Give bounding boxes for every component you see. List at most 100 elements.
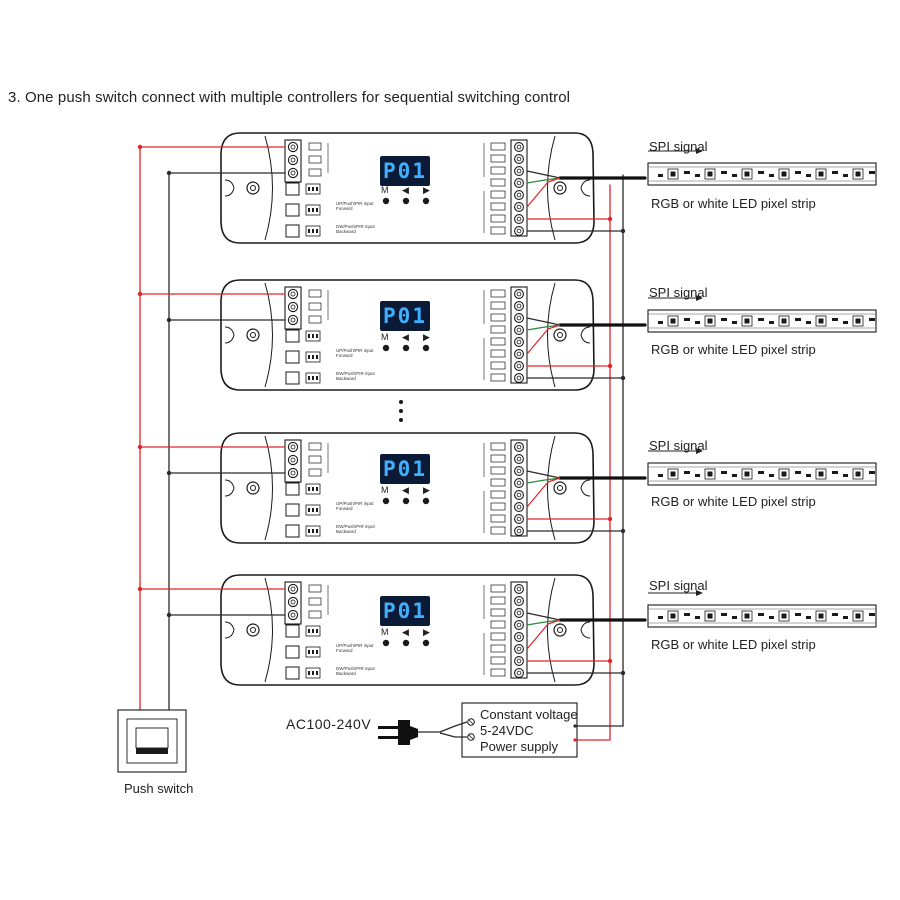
controller-4-display: P01 xyxy=(380,596,430,626)
control-button xyxy=(422,497,430,505)
smd-part xyxy=(806,474,811,477)
terminal-screw-inner xyxy=(516,646,522,652)
rj-port xyxy=(285,624,300,638)
rj-port xyxy=(285,350,300,364)
smd-part xyxy=(658,174,663,177)
led-chip-core xyxy=(744,471,750,477)
led-chip-core xyxy=(670,318,676,324)
terminal-screw-inner xyxy=(516,516,522,522)
smd-part xyxy=(758,613,764,616)
display-readout: P01 xyxy=(383,159,427,183)
terminal-tag xyxy=(490,190,506,199)
terminal-tag xyxy=(490,620,506,629)
smd-part xyxy=(795,613,801,616)
terminal-tag xyxy=(490,313,506,322)
terminal-tag xyxy=(490,502,506,511)
led-chip-core xyxy=(670,613,676,619)
smd-part xyxy=(658,321,663,324)
data-wire-red xyxy=(526,324,561,355)
control-button xyxy=(422,197,430,205)
smd-part xyxy=(843,174,848,177)
pin xyxy=(308,508,310,512)
smd-part xyxy=(721,318,727,321)
pin xyxy=(312,187,314,191)
push-switch-label: Push switch xyxy=(124,781,194,796)
led-chip-core xyxy=(818,613,824,619)
controller-3 xyxy=(220,432,877,544)
pin xyxy=(308,334,310,338)
pin xyxy=(316,671,318,675)
screw-slot xyxy=(468,734,474,740)
smd-part xyxy=(769,474,774,477)
black-junction xyxy=(166,612,172,618)
pin xyxy=(308,529,310,533)
black-junction xyxy=(620,670,626,676)
spi-arrow-head xyxy=(696,590,703,596)
led-chip-core xyxy=(707,171,713,177)
diagram-title: 3. One push switch connect with multiple… xyxy=(8,89,571,106)
smd-part xyxy=(769,616,774,619)
terminal-tag xyxy=(490,289,506,298)
smd-part xyxy=(806,174,811,177)
smd-part xyxy=(684,471,690,474)
controller-1-backward-label: DW/Push/PIR input Backward xyxy=(336,224,375,234)
pin xyxy=(316,508,318,512)
terminal-screw-inner xyxy=(290,291,296,297)
terminal-screw-inner xyxy=(516,351,522,357)
red-junction xyxy=(137,586,143,592)
rj-port xyxy=(285,182,300,196)
terminal-tag xyxy=(490,178,506,187)
terminal-tag xyxy=(490,349,506,358)
smd-part xyxy=(843,616,848,619)
pin xyxy=(308,629,310,633)
data-wire-green xyxy=(526,477,561,484)
control-button xyxy=(382,197,390,205)
display-readout: P01 xyxy=(383,599,427,623)
terminal-screw-inner xyxy=(516,468,522,474)
spi-arrow-head xyxy=(696,148,703,154)
controller-1-display: P01 xyxy=(380,156,430,186)
terminal-screw-inner xyxy=(290,586,296,592)
mount-hole-inner xyxy=(557,332,563,338)
red-junction xyxy=(607,516,613,522)
red-junction xyxy=(607,363,613,369)
terminal-tag xyxy=(308,142,322,151)
control-button xyxy=(402,497,410,505)
pin xyxy=(316,376,318,380)
housing-curve-right xyxy=(547,577,556,683)
pin xyxy=(312,671,314,675)
pin xyxy=(312,650,314,654)
controller-4-forward-label: UP/Push/PIR input Forward xyxy=(336,643,374,653)
terminal-tag xyxy=(490,373,506,382)
smd-part xyxy=(769,321,774,324)
terminal-tag xyxy=(490,202,506,211)
pin xyxy=(312,355,314,359)
smd-part xyxy=(732,321,737,324)
push-switch-button xyxy=(135,727,169,749)
terminal-tag xyxy=(308,289,322,298)
pin xyxy=(312,208,314,212)
spi-arrow-head xyxy=(696,448,703,454)
data-wire-black xyxy=(526,170,561,179)
black-junction xyxy=(620,528,626,534)
terminal-screw-inner xyxy=(516,363,522,369)
smd-part xyxy=(843,474,848,477)
controller-3-backward-label: DW/Push/PIR input Backward xyxy=(336,524,375,534)
pin xyxy=(312,334,314,338)
terminal-tag xyxy=(308,468,322,477)
data-wire-black xyxy=(526,317,561,326)
terminal-screw-inner xyxy=(516,670,522,676)
pin xyxy=(308,376,310,380)
ac-cord-1 xyxy=(418,721,468,733)
terminal-tag xyxy=(490,166,506,175)
continuation-dot xyxy=(399,418,403,422)
terminal-screw-inner xyxy=(516,658,522,664)
rj-port xyxy=(285,645,300,659)
pin xyxy=(316,229,318,233)
terminal-screw-inner xyxy=(516,327,522,333)
side-notch xyxy=(580,479,591,497)
controller-2-display: P01 xyxy=(380,301,430,331)
terminal-tag xyxy=(490,526,506,535)
terminal-screw-inner xyxy=(290,599,296,605)
output-terminal-block xyxy=(510,286,528,384)
